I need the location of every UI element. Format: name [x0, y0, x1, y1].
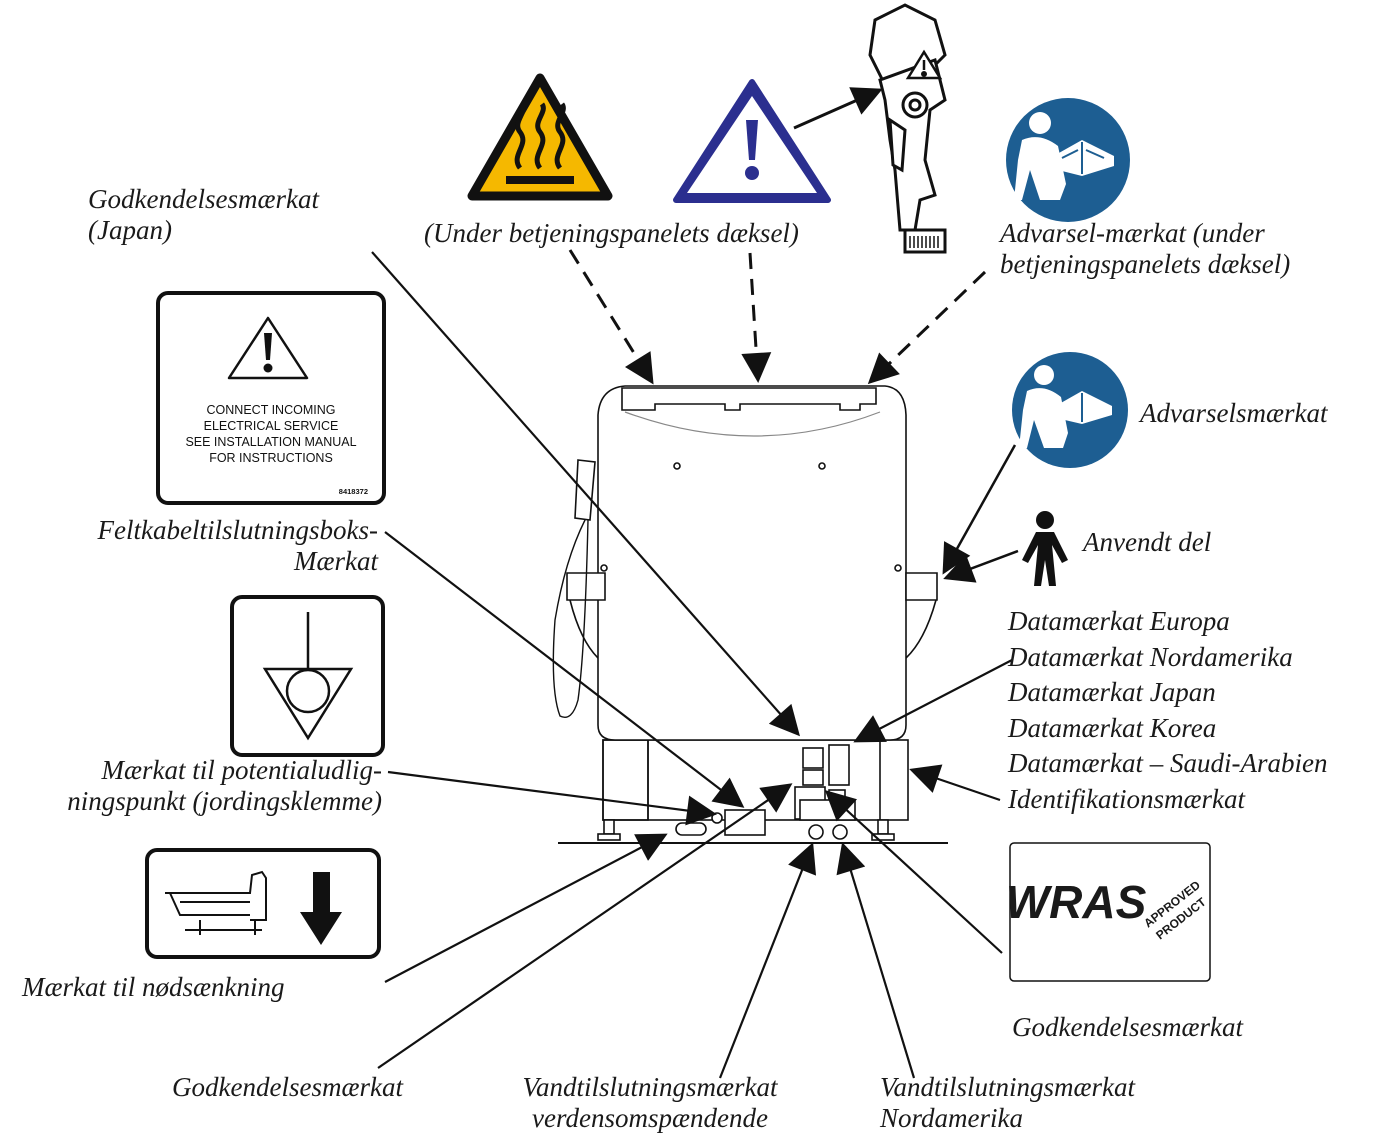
text-line: Advarsel-mærkat (under — [1000, 218, 1265, 248]
text-line: Feltkabeltilslutningsboks- — [97, 515, 378, 545]
label-warning: Advarselsmærkat — [1140, 398, 1328, 428]
electrical-label-line: SEE INSTALLATION MANUAL — [185, 435, 356, 449]
label-approval-wras: Godkendelsesmærkat — [1012, 1012, 1243, 1042]
emergency-lowering-label — [145, 848, 381, 959]
equipotential-label — [230, 595, 385, 757]
text-line: betjeningspanelets dæksel) — [1000, 249, 1291, 279]
text-line: Vandtilslutningsmærkat — [880, 1072, 1136, 1102]
data-label-item: Datamærkat – Saudi-Arabien — [1008, 748, 1328, 778]
label-applied-part: Anvendt del — [1083, 527, 1212, 557]
hot-surface-icon — [467, 73, 613, 201]
text-line: Mærkat til potentialudlig- — [101, 755, 382, 785]
read-manual-icon — [1006, 98, 1130, 222]
text-line: (Japan) — [88, 215, 172, 245]
text-line: Nordamerika — [880, 1103, 1023, 1133]
leader-lines — [371, 87, 1019, 1079]
data-label-item: Datamærkat Nordamerika — [1008, 641, 1293, 672]
label-warning-under-cover: Advarsel-mærkat (under betjeningspanelet… — [1000, 218, 1290, 280]
text-line: Mærkat — [294, 546, 378, 576]
read-manual-icon — [1012, 352, 1128, 468]
electrical-label-line: ELECTRICAL SERVICE — [204, 419, 339, 433]
label-water-north-america: Vandtilslutningsmærkat Nordamerika — [880, 1072, 1135, 1134]
data-label-item: Identifikationsmærkat — [1008, 783, 1245, 814]
data-label-item: Datamærkat Europa — [1008, 606, 1230, 636]
general-warning-icon — [673, 79, 831, 203]
wras-logo-text: WRAS — [1006, 876, 1147, 928]
text-line: Vandtilslutningsmærkat — [522, 1072, 778, 1102]
applied-part-body-icon — [1022, 511, 1068, 586]
label-water-worldwide: Vandtilslutningsmærkat verdensomspændend… — [480, 1072, 820, 1134]
text-line: Godkendelsesmærkat — [88, 184, 319, 214]
text-line: verdensomspændende — [532, 1103, 768, 1133]
label-data-plates: Datamærkat Europa Datamærkat Nordamerika… — [1008, 604, 1327, 817]
data-label-item: Datamærkat Korea — [1008, 712, 1217, 743]
wras-approval-label: WRAS APPROVED PRODUCT — [1006, 842, 1211, 982]
emergency-lowering-icon — [165, 870, 267, 935]
label-approval-bottom: Godkendelsesmærkat — [172, 1072, 403, 1102]
label-under-panel-cover: (Under betjeningspanelets dæksel) — [424, 218, 799, 248]
text-line: ningspunkt (jordingsklemme) — [67, 786, 382, 816]
label-japan-approval: Godkendelsesmærkat (Japan) — [88, 184, 319, 246]
label-field-box: Feltkabeltilslutningsboks- Mærkat — [40, 515, 378, 577]
label-equipotential: Mærkat til potentialudlig- ningspunkt (j… — [0, 755, 382, 817]
electrical-label-line: FOR INSTRUCTIONS — [209, 451, 333, 465]
machine-drawing — [552, 385, 948, 844]
data-label-item: Datamærkat Japan — [1008, 677, 1216, 707]
label-emergency-lowering: Mærkat til nødsænkning — [22, 972, 285, 1002]
electrical-label-part-number: 8418372 — [339, 487, 368, 496]
electrical-service-label: CONNECT INCOMING ELECTRICAL SERVICE SEE … — [156, 291, 386, 505]
spray-nozzle-drawing — [868, 3, 947, 254]
equipotential-icon — [285, 668, 331, 714]
electrical-label-line: CONNECT INCOMING — [207, 403, 336, 417]
